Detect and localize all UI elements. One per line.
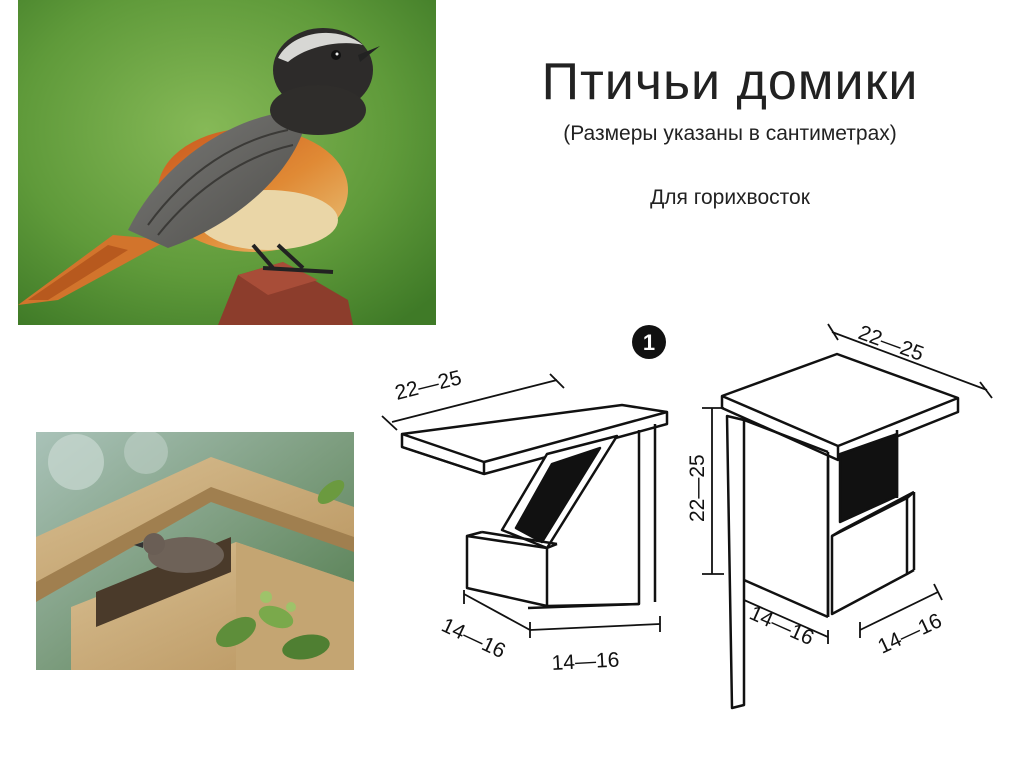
right-roof-dimension: 22—25: [855, 321, 927, 366]
birdhouse-diagram-svg: 1 22—25 14—16 14—16 22—25 22—25 14—16 14…: [381, 321, 993, 710]
section-label: Для горихвосток: [650, 186, 810, 209]
redstart-bird-photo: [18, 0, 436, 325]
left-width-dimension: 14—16: [551, 648, 620, 675]
slide-title: Птичьи домики: [541, 53, 919, 111]
birdhouse-diagram: 1 22—25 14—16 14—16 22—25 22—25 14—16 14…: [352, 312, 1012, 722]
left-roof-outline: [400, 403, 669, 476]
slide-subtitle: (Размеры указаны в сантиметрах): [563, 122, 897, 145]
right-width-dimension: 14—16: [874, 609, 945, 658]
left-roof-dimension: 22—25: [393, 366, 464, 405]
birdhouse-photo: [36, 432, 354, 670]
right-height-dimension: 22—25: [686, 454, 709, 522]
birdhouse-image: [36, 432, 354, 670]
diagram-number: 1: [643, 330, 655, 355]
left-depth-dimension: 14—16: [438, 614, 509, 663]
diagram-number-badge: 1: [632, 325, 666, 359]
redstart-bird-image: [18, 0, 436, 325]
